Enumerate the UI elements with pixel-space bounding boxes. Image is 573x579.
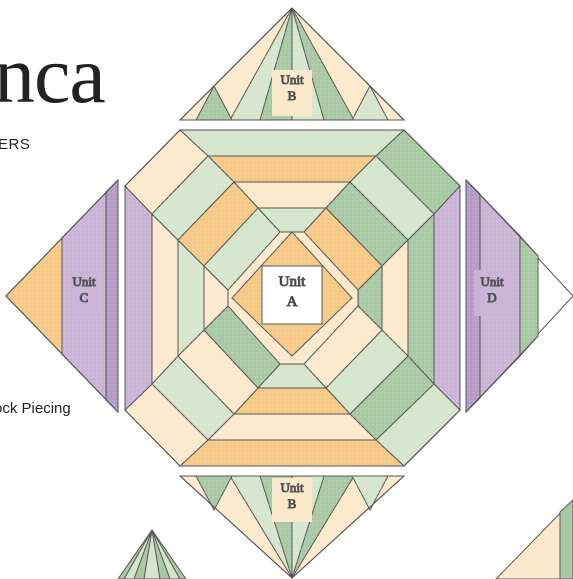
unit-b-bottom-letter: B bbox=[288, 496, 297, 511]
unit-b-bottom-word: Unit bbox=[280, 480, 304, 495]
unit-b-top-word: Unit bbox=[280, 72, 304, 87]
unit-a-letter: A bbox=[287, 294, 298, 310]
partial-block-bottom-left bbox=[118, 530, 186, 579]
unit-b-bottom: Unit B bbox=[180, 476, 404, 578]
unit-d-letter: D bbox=[487, 290, 496, 305]
unit-c-word: Unit bbox=[72, 274, 96, 289]
unit-a-word: Unit bbox=[279, 274, 307, 290]
unit-b-top-letter: B bbox=[288, 88, 297, 103]
unit-a-block: Unit A bbox=[125, 130, 460, 466]
unit-c-letter: C bbox=[80, 290, 89, 305]
unit-d-right: Unit D bbox=[466, 180, 573, 412]
unit-d-word: Unit bbox=[480, 274, 504, 289]
partial-block-bottom-right bbox=[496, 500, 573, 579]
unit-c-left: Unit C bbox=[6, 180, 118, 412]
unit-b-top: Unit B bbox=[180, 8, 404, 120]
